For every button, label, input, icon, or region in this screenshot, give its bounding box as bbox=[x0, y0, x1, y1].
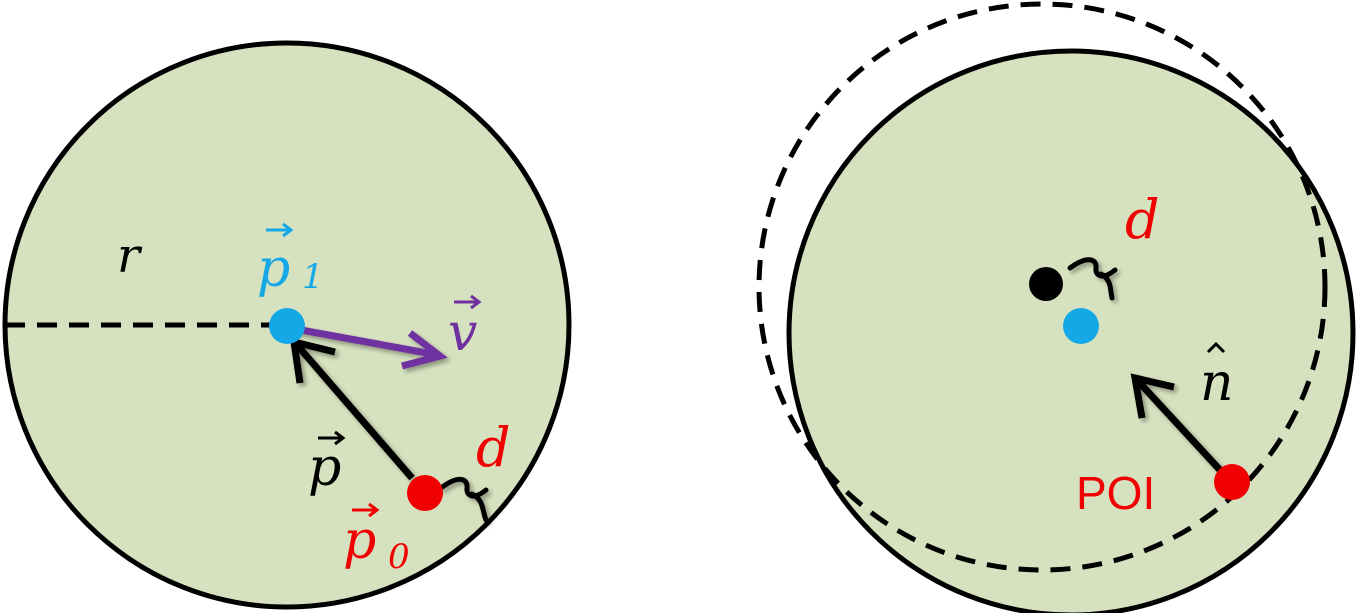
hat-icon bbox=[1206, 341, 1226, 354]
p-label: p bbox=[308, 430, 346, 498]
normal-vector-arrow bbox=[1130, 373, 1223, 473]
vector-arrow-icon bbox=[454, 294, 482, 310]
svg-text:p: p bbox=[343, 511, 376, 571]
moved-sphere-dashed-outline bbox=[756, 1, 1328, 573]
svg-text:0: 0 bbox=[388, 537, 410, 577]
radius-label: r bbox=[117, 228, 143, 284]
right-panel: d n POI bbox=[756, 1, 1356, 613]
d-label: d bbox=[1125, 188, 1160, 251]
vector-arrow-icon bbox=[352, 502, 380, 518]
d-label: d bbox=[476, 416, 511, 479]
poi-point bbox=[1214, 464, 1250, 500]
new-center-point bbox=[1029, 267, 1063, 301]
p1-point bbox=[269, 308, 305, 344]
svg-text:p: p bbox=[308, 438, 341, 498]
d-brace-icon bbox=[438, 476, 489, 523]
p0-point bbox=[407, 475, 443, 511]
p0-label: p 0 bbox=[343, 502, 410, 577]
n-label: n bbox=[1200, 341, 1234, 413]
vector-arrow-icon bbox=[318, 430, 346, 446]
d-brace-icon bbox=[1067, 257, 1118, 301]
svg-text:1: 1 bbox=[302, 257, 324, 297]
svg-text:v: v bbox=[448, 303, 477, 363]
svg-text:p: p bbox=[257, 239, 290, 299]
left-panel: r p 1 v p p 0 d bbox=[2, 40, 572, 610]
poi-label: POI bbox=[1076, 467, 1155, 519]
svg-text:n: n bbox=[1200, 353, 1234, 413]
v-label: v bbox=[448, 294, 482, 363]
center-point bbox=[1063, 308, 1099, 344]
p1-label: p 1 bbox=[257, 222, 324, 299]
velocity-vector-arrow bbox=[289, 324, 448, 370]
vector-arrow-icon bbox=[266, 222, 294, 238]
